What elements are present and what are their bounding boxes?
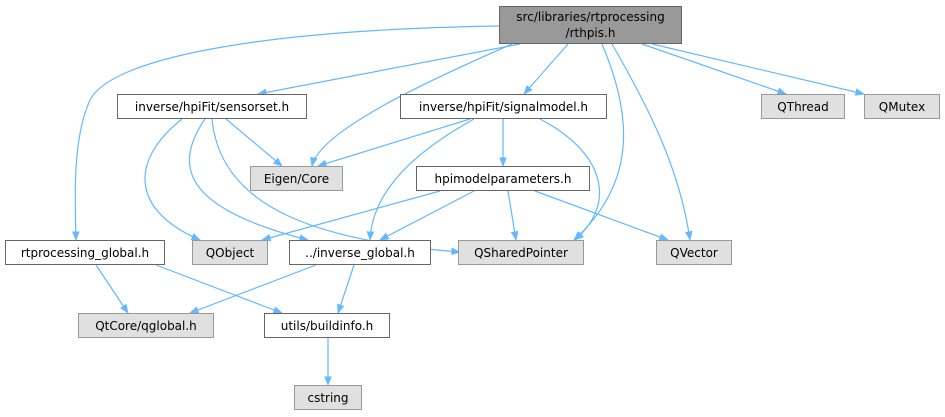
rtprocessing-global-node[interactable]: rtprocessing_global.h xyxy=(5,240,165,265)
edge-signalmodel-to-qsharedpointer xyxy=(539,118,601,241)
qtcore-qglobal-node: QtCore/qglobal.h xyxy=(78,313,214,338)
edge-root-to-qmutex xyxy=(651,43,865,96)
inverse-global-node[interactable]: ../inverse_global.h xyxy=(289,240,431,265)
edge-root-to-sensorset xyxy=(257,43,521,97)
eigen-core-node: Eigen/Core xyxy=(250,166,343,191)
qvector-node: QVector xyxy=(656,240,732,265)
edge-inverse-global-to-qtcore-qglobal xyxy=(189,264,317,314)
edge-hpimodelparameters-to-qvector xyxy=(534,190,669,241)
edge-sensorset-to-eigen-core xyxy=(225,118,283,167)
signalmodel-node[interactable]: inverse/hpiFit/signalmodel.h xyxy=(400,94,607,119)
cstring-node: cstring xyxy=(294,385,362,410)
edge-rtprocessing-global-to-qtcore-qglobal xyxy=(95,264,129,314)
edge-root-to-qvector xyxy=(611,43,693,241)
edge-sensorset-to-qobject xyxy=(144,118,201,241)
qsharedpointer-node: QSharedPointer xyxy=(458,240,584,265)
edge-hpimodelparameters-to-qobject xyxy=(261,190,441,242)
root-file-node[interactable]: src/libraries/rtprocessing /rthpis.h xyxy=(499,6,682,44)
edge-root-to-qsharedpointer xyxy=(573,43,625,241)
root-file-label-line2: /rthpis.h xyxy=(565,26,616,40)
qobject-node: QObject xyxy=(192,240,268,265)
qthread-node: QThread xyxy=(761,94,845,119)
root-file-label-line1: src/libraries/rtprocessing xyxy=(516,10,665,24)
hpimodelparameters-node[interactable]: hpimodelparameters.h xyxy=(416,166,590,191)
edge-root-to-rtprocessing-global xyxy=(71,25,500,241)
sensorset-node[interactable]: inverse/hpiFit/sensorset.h xyxy=(117,94,307,119)
edge-signalmodel-to-eigen-core xyxy=(317,118,471,168)
edge-hpimodelparameters-to-qsharedpointer xyxy=(507,190,519,241)
edge-sensorset-to-inverse-global xyxy=(189,118,309,242)
edge-signalmodel-to-inverse-global xyxy=(366,118,475,241)
edge-hpimodelparameters-to-inverse-global xyxy=(379,190,475,241)
edge-root-to-qthread xyxy=(641,43,787,95)
edge-root-to-signalmodel xyxy=(523,43,569,95)
edge-root-to-eigen-core xyxy=(310,43,513,167)
buildinfo-node[interactable]: utils/buildinfo.h xyxy=(264,313,390,338)
edge-rtprocessing-global-to-buildinfo xyxy=(155,264,283,314)
edge-inverse-global-to-buildinfo xyxy=(337,264,355,314)
qmutex-node: QMutex xyxy=(864,94,940,119)
